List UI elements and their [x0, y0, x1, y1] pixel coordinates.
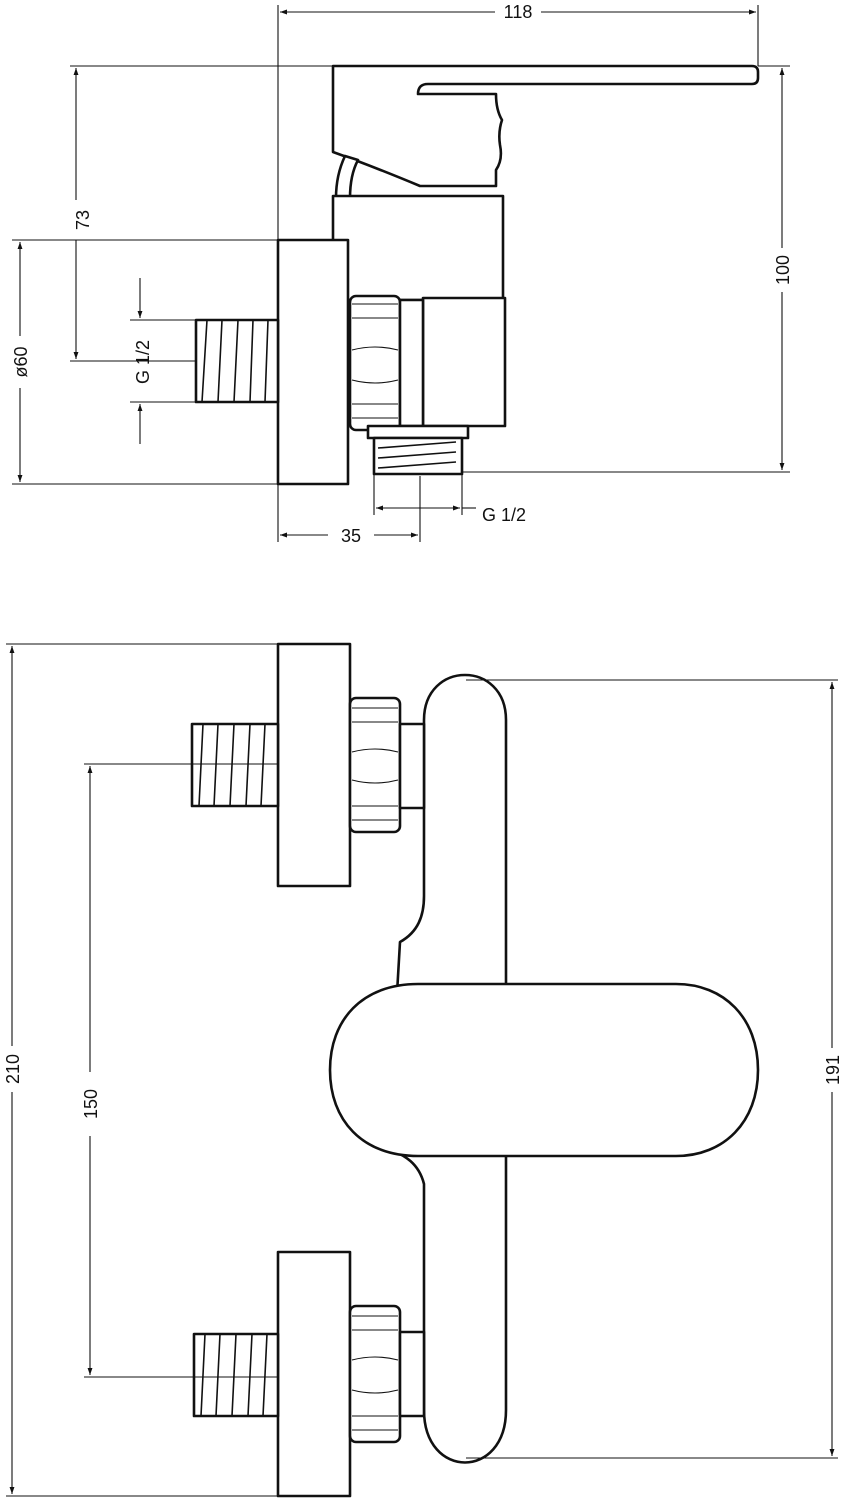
- side-bottom-outlet: [366, 424, 470, 476]
- side-hex-nut: [348, 294, 425, 432]
- front-lever: [328, 982, 760, 1158]
- dim-diameter-label: ø60: [11, 346, 31, 377]
- dim-35-label: 35: [341, 526, 361, 546]
- dim-150-label: 150: [81, 1089, 101, 1119]
- side-wall-flange: [276, 238, 350, 486]
- side-dimensions: 118 73 100 ø60 G 1/2 G 1/2: [11, 2, 793, 546]
- front-dimensions: 210 150 191: [3, 643, 843, 1497]
- front-bottom-hex-nut: [348, 1304, 426, 1444]
- dim-thread-left-label: G 1/2: [133, 340, 153, 384]
- front-bottom-thread: [192, 1332, 280, 1418]
- side-view: [194, 64, 760, 486]
- dim-100-label: 100: [773, 255, 793, 285]
- dim-210-label: 210: [3, 1054, 23, 1084]
- side-lever-handle: [331, 64, 760, 188]
- front-top-hex-nut: [348, 696, 426, 834]
- side-upper-body: [331, 194, 505, 302]
- front-bottom-flange: [276, 1250, 352, 1498]
- dim-191-label: 191: [823, 1055, 843, 1085]
- side-lower-body: [421, 296, 507, 428]
- side-left-thread: [194, 318, 280, 404]
- dim-73-label: 73: [73, 210, 93, 230]
- dim-118-label: 118: [504, 2, 533, 22]
- front-view: [190, 642, 760, 1498]
- front-top-flange: [276, 642, 352, 888]
- front-top-thread: [190, 722, 280, 808]
- side-neck: [334, 154, 360, 200]
- dim-thread-bottom-label: G 1/2: [482, 505, 526, 525]
